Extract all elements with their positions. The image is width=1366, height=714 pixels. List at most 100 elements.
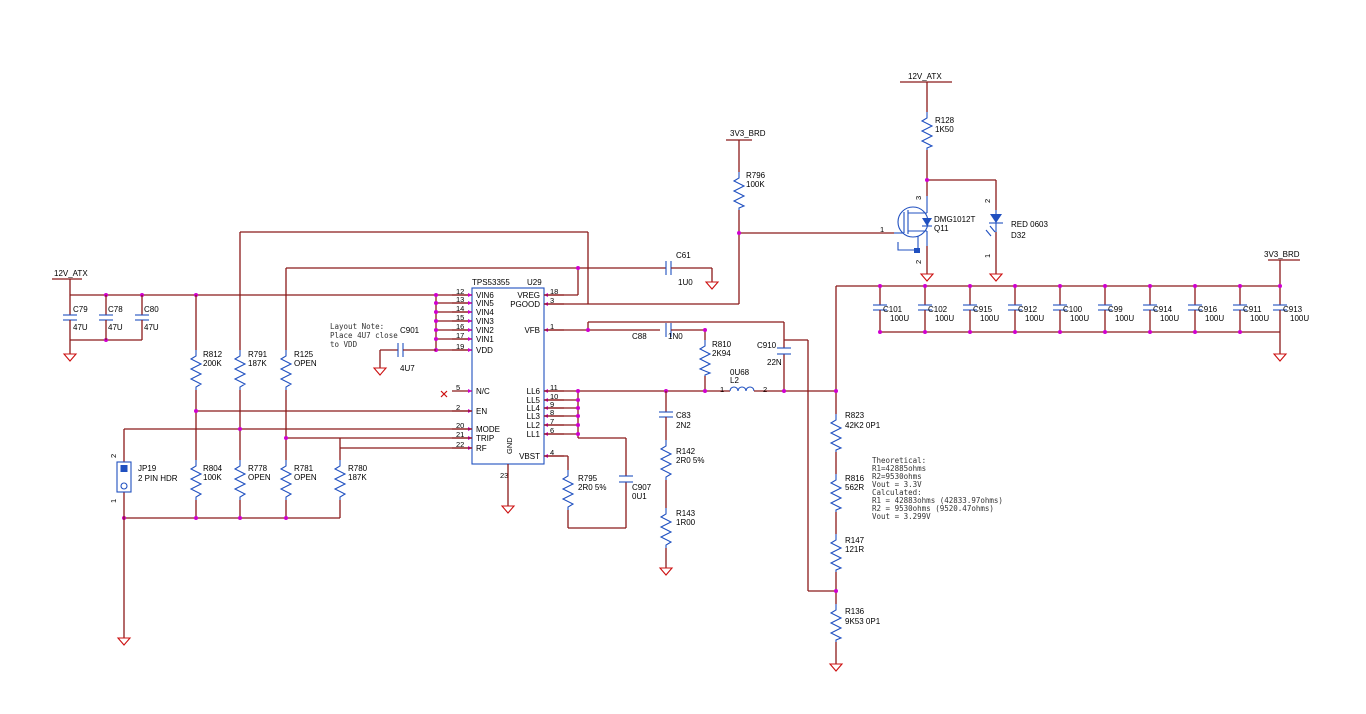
capacitor-c910: C910 22N [757,341,791,367]
svg-text:5: 5 [456,383,460,392]
svg-text:100U: 100U [935,314,954,323]
svg-text:VBST: VBST [519,452,540,461]
svg-text:R791: R791 [248,350,268,359]
output-capacitor-bank: C101100UC102100UC915100UC912100UC100100U… [873,284,1309,334]
svg-text:VDD: VDD [476,346,493,355]
svg-text:VIN6: VIN6 [476,291,494,300]
svg-text:Calculated:: Calculated: [872,488,922,497]
svg-text:1: 1 [720,385,724,394]
svg-text:16: 16 [456,322,464,331]
resistor-r781: R781 OPEN [279,460,317,500]
svg-text:MODE: MODE [476,425,500,434]
svg-text:VIN5: VIN5 [476,299,494,308]
svg-text:2: 2 [983,199,992,203]
svg-text:Vout = 3.3V: Vout = 3.3V [872,480,922,489]
svg-text:100U: 100U [1290,314,1309,323]
svg-text:2: 2 [456,403,460,412]
svg-text:C911: C911 [1243,305,1262,314]
svg-text:2R0 5%: 2R0 5% [676,456,704,465]
ic-u29: TPS53355 U29 GND 23 [471,278,545,514]
capacitor-c901: C901 4U7 [373,326,436,376]
svg-text:4U7: 4U7 [400,364,415,373]
svg-text:121R: 121R [845,545,864,554]
resistor-network-left [122,231,589,520]
svg-text:8: 8 [550,408,554,417]
svg-text:42K2 0P1: 42K2 0P1 [845,421,881,430]
svg-text:R125: R125 [294,350,314,359]
resistor-r125: R125 OPEN [279,350,317,390]
svg-text:47U: 47U [108,323,123,332]
svg-text:R136: R136 [845,607,865,616]
svg-text:6: 6 [550,426,554,435]
header-jp19: 2 1 JP19 2 PIN HDR [109,429,178,646]
svg-text:L2: L2 [730,376,739,385]
svg-text:GND: GND [505,437,514,454]
svg-text:22N: 22N [767,358,782,367]
svg-text:C78: C78 [108,305,123,314]
svg-text:LL4: LL4 [527,404,541,413]
svg-text:R781: R781 [294,464,314,473]
svg-text:Vout = 3.299V: Vout = 3.299V [872,512,931,521]
svg-text:100U: 100U [1025,314,1044,323]
svg-text:20: 20 [456,421,464,430]
svg-text:12V_ATX: 12V_ATX [908,72,942,81]
svg-text:1: 1 [983,254,992,258]
svg-text:21: 21 [456,430,464,439]
svg-text:LL1: LL1 [527,430,541,439]
svg-text:11: 11 [550,383,558,392]
led-indicator-net: 12V_ATX [900,72,1003,282]
resistor-r791: R791 187K [233,350,268,390]
svg-text:C99: C99 [1108,305,1123,314]
svg-text:R816: R816 [845,474,865,483]
svg-text:R2=9530ohms: R2=9530ohms [872,472,922,481]
net-label-12v-atx-left: 12V_ATX [54,269,88,278]
svg-text:R142: R142 [676,447,696,456]
vfb-net: C88 1N0 [544,321,785,391]
svg-text:C79: C79 [73,305,88,314]
svg-text:C912: C912 [1018,305,1038,314]
svg-text:R823: R823 [845,411,865,420]
svg-text:47U: 47U [144,323,159,332]
svg-text:VIN2: VIN2 [476,326,494,335]
svg-text:VREG: VREG [517,291,540,300]
inductor-l2: 0U68 L2 1 2 [720,368,836,394]
svg-text:2R0 5%: 2R0 5% [578,483,606,492]
svg-text:2: 2 [763,385,767,394]
svg-text:2N2: 2N2 [676,421,691,430]
svg-text:OPEN: OPEN [294,473,317,482]
resistor-r812: R812 200K [189,350,223,390]
svg-text:100K: 100K [746,180,765,189]
resistor-r796: R796 100K [732,171,766,210]
svg-text:100U: 100U [1250,314,1269,323]
svg-text:100U: 100U [1070,314,1089,323]
svg-text:DMG1012T: DMG1012T [934,215,975,224]
switch-node [544,389,730,529]
resistor-r128: R128 1K50 [920,112,955,150]
svg-text:4: 4 [550,448,554,457]
svg-text:18: 18 [550,287,558,296]
svg-text:RED 0603: RED 0603 [1011,220,1048,229]
ic-part-number: TPS53355 [472,278,510,287]
svg-text:13: 13 [456,295,464,304]
svg-text:14: 14 [456,304,464,313]
svg-text:0U1: 0U1 [632,492,647,501]
svg-text:C915: C915 [973,305,993,314]
ic-pin-vin2: 16 VIN2 [452,322,494,335]
svg-text:C100: C100 [1063,305,1083,314]
svg-text:C102: C102 [928,305,948,314]
svg-text:1K50: 1K50 [935,125,954,134]
svg-text:LL5: LL5 [527,396,541,405]
svg-text:2: 2 [914,260,923,264]
svg-text:2K94: 2K94 [712,349,731,358]
capacitor-c78: C78 47U [99,295,123,340]
